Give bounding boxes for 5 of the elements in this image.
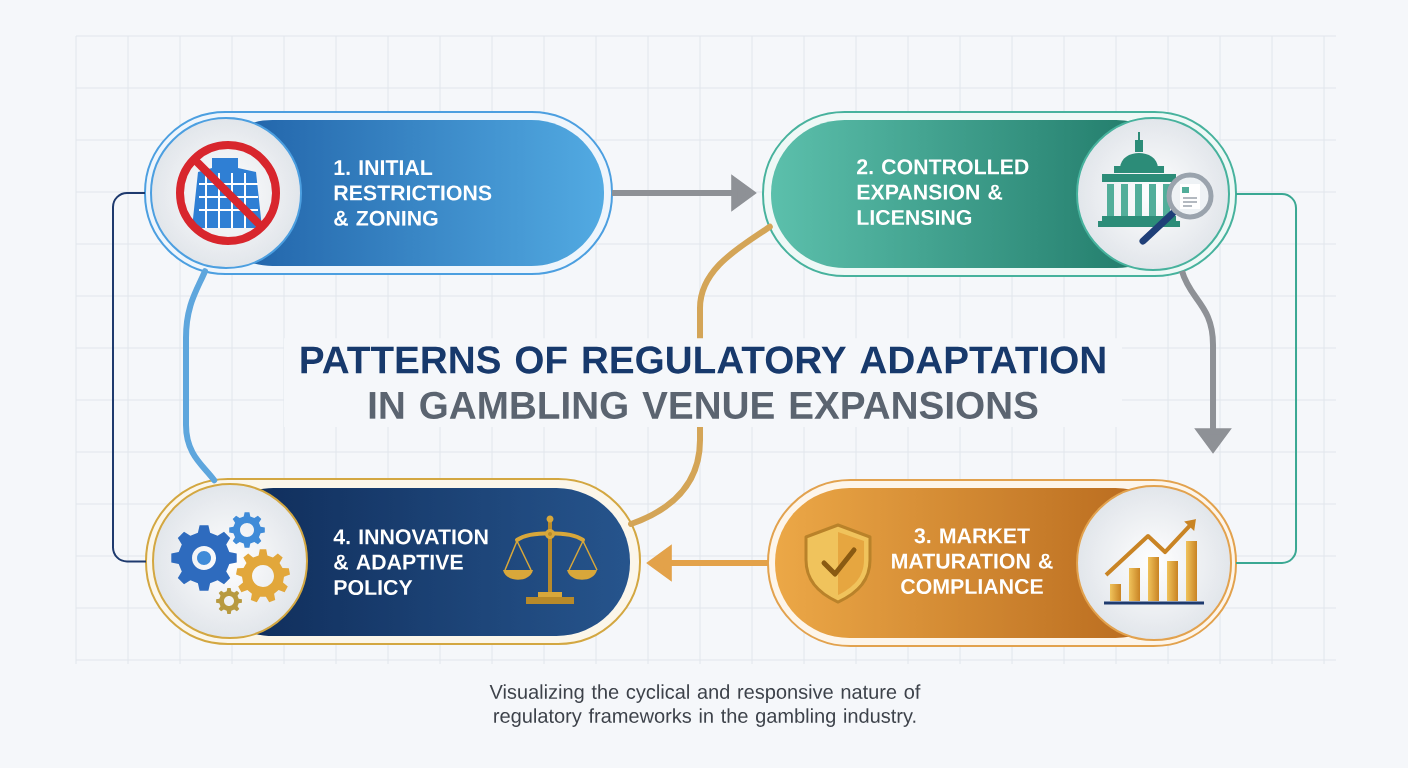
- connector-line: [112, 192, 147, 563]
- connector-line: [1235, 193, 1297, 564]
- title: PATTERNS OF REGULATORY ADAPTATION IN GAMBLING VENUE EXPANSIONS: [284, 338, 1122, 428]
- caption: Visualizing the cyclical and responsive nature of regulatory frameworks in the gambling industry.: [489, 684, 921, 727]
- connector-line: [183, 268, 218, 484]
